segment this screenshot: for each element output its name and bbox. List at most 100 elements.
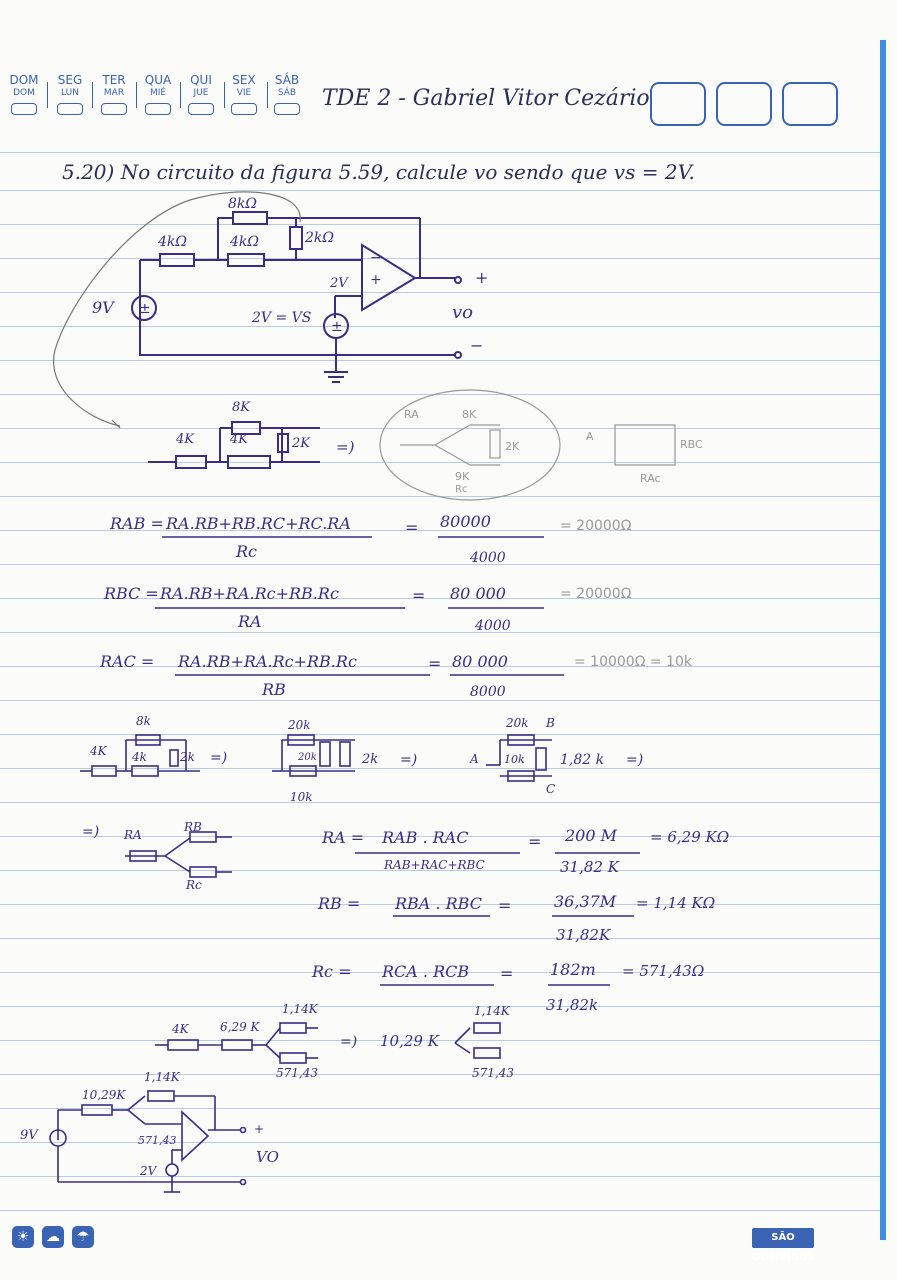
label-plus-input: 2V <box>330 276 348 291</box>
s2-2k: 2k <box>180 750 195 764</box>
eq-val-den: 31,82 K <box>560 858 619 876</box>
star-rb: RB <box>184 820 202 834</box>
eq-den: RA <box>238 612 262 631</box>
eq-val-den: 31,82k <box>546 996 599 1014</box>
eq-lhs: RAB = <box>110 514 164 533</box>
day-checkbox <box>57 103 83 115</box>
eq-equals: = <box>528 832 542 851</box>
eq-val-num: 80 000 <box>450 584 506 603</box>
label-op-minus: − <box>370 250 382 266</box>
eq-result: = 20000Ω <box>560 518 632 534</box>
label-vs: 2V = VS <box>252 310 312 326</box>
delta-8k: 8K <box>232 400 250 415</box>
final-114k: 1,14K <box>144 1070 180 1084</box>
label-vo: vo <box>452 302 474 323</box>
label-out-plus: + <box>475 268 489 287</box>
eq-den: RAB+RAC+RBC <box>384 858 485 872</box>
day-es: LUN <box>61 88 79 98</box>
eq-num: RBA . RBC <box>395 894 482 913</box>
day-checkbox <box>11 103 37 115</box>
eq-num: RA.RB+RB.RC+RC.RA <box>166 514 351 533</box>
s2-8k: 8k <box>136 714 151 728</box>
label-r-right: 2kΩ <box>305 230 334 246</box>
eq-val-den: 4000 <box>475 618 511 634</box>
day-es: MIÉ <box>149 88 167 98</box>
problem-statement: 5.20) No circuito da figura 5.59, calcul… <box>62 160 695 184</box>
eq-val-den: 4000 <box>470 550 506 566</box>
brand-logo: SÃO DOMINGOS <box>752 1228 815 1263</box>
eq-lhs: RAC = <box>100 652 155 671</box>
eq-num: RCA . RCB <box>382 962 470 981</box>
label-op-plus: + <box>370 272 382 288</box>
day-pt: SEG <box>57 73 83 87</box>
day-pt: QUI <box>190 73 212 87</box>
eq-equals: = <box>405 518 419 537</box>
s3-114k-b: 1,14K <box>474 1004 510 1018</box>
eq-val-num: 80000 <box>440 512 491 531</box>
eq-num: RA.RB+RA.Rc+RB.Rc <box>160 584 339 603</box>
header-box-3 <box>782 82 838 126</box>
pencil-2k: 2K <box>505 440 520 453</box>
final-1029k: 10,29K <box>82 1088 126 1102</box>
day-es: SÁB <box>277 88 297 98</box>
header-box-2 <box>716 82 772 126</box>
eq-val-num: 182m <box>550 960 596 979</box>
eq-result: = 10000Ω = 10k <box>574 654 692 670</box>
eq-lhs: Rc = <box>312 962 352 981</box>
eq-lhs: RA = <box>322 828 365 847</box>
eq-lhs: RB = <box>318 894 361 913</box>
eq-equals: = <box>412 586 426 605</box>
day-checkbox <box>274 103 300 115</box>
header-box-1 <box>650 82 706 126</box>
label-r-left: 4kΩ <box>158 234 187 250</box>
day-checkbox <box>188 103 214 115</box>
eq-result: = 571,43Ω <box>622 962 705 980</box>
day-pt: TER <box>102 73 126 87</box>
pencil-8k: 8K <box>462 408 477 421</box>
s2-10k-c: 10k <box>504 753 525 766</box>
pencil-rac: RAc <box>640 472 661 485</box>
eq-equals: = <box>500 964 514 983</box>
pencil-a: A <box>586 430 594 443</box>
s2-20k: 20k <box>298 752 317 763</box>
day-es: MAR <box>103 88 125 98</box>
label-out-minus: − <box>470 336 484 355</box>
delta-2k: 2K <box>292 436 310 451</box>
pencil-rc: Rc <box>455 484 468 495</box>
pencil-9k: 9K <box>455 470 470 483</box>
cloud-icon: ☁ <box>42 1226 64 1248</box>
s2-182k: 1,82 k <box>560 752 605 768</box>
s2-4k-b: 4k <box>132 750 147 764</box>
delta-4k-b: 4K <box>230 432 248 447</box>
s3-arrow: =) <box>340 1034 358 1050</box>
page-edge-binding <box>880 40 886 1240</box>
rain-icon: ☂ <box>72 1226 94 1248</box>
eq-lhs: RBC = <box>104 584 159 603</box>
eq-equals: = <box>498 896 512 915</box>
eq-result: = 1,14 KΩ <box>636 894 716 912</box>
day-checkbox <box>231 103 257 115</box>
s3-629k: 6,29 K <box>220 1020 260 1034</box>
s2-4k: 4K <box>90 744 107 758</box>
day-pt: DOM <box>9 73 39 87</box>
vs-plus-sign: ± <box>331 319 343 335</box>
label-source: 9V <box>92 298 114 317</box>
day-es: VIE <box>236 88 252 98</box>
final-plus: + <box>254 1122 265 1136</box>
eq-result: = 6,29 KΩ <box>650 828 730 846</box>
s2-20k-top: 20k <box>288 718 311 732</box>
eq-den: RB <box>262 680 286 699</box>
page-title: TDE 2 - Gabriel Vitor Cezário <box>322 86 650 111</box>
source-plus-sign: ± <box>139 301 151 317</box>
day-checkbox <box>145 103 171 115</box>
eq-den: Rc <box>236 542 258 561</box>
eq-equals: = <box>428 654 442 673</box>
delta-4k-a: 4K <box>176 432 194 447</box>
label-r-mid: 4kΩ <box>230 234 259 250</box>
eq-result: = 20000Ω <box>560 586 632 602</box>
